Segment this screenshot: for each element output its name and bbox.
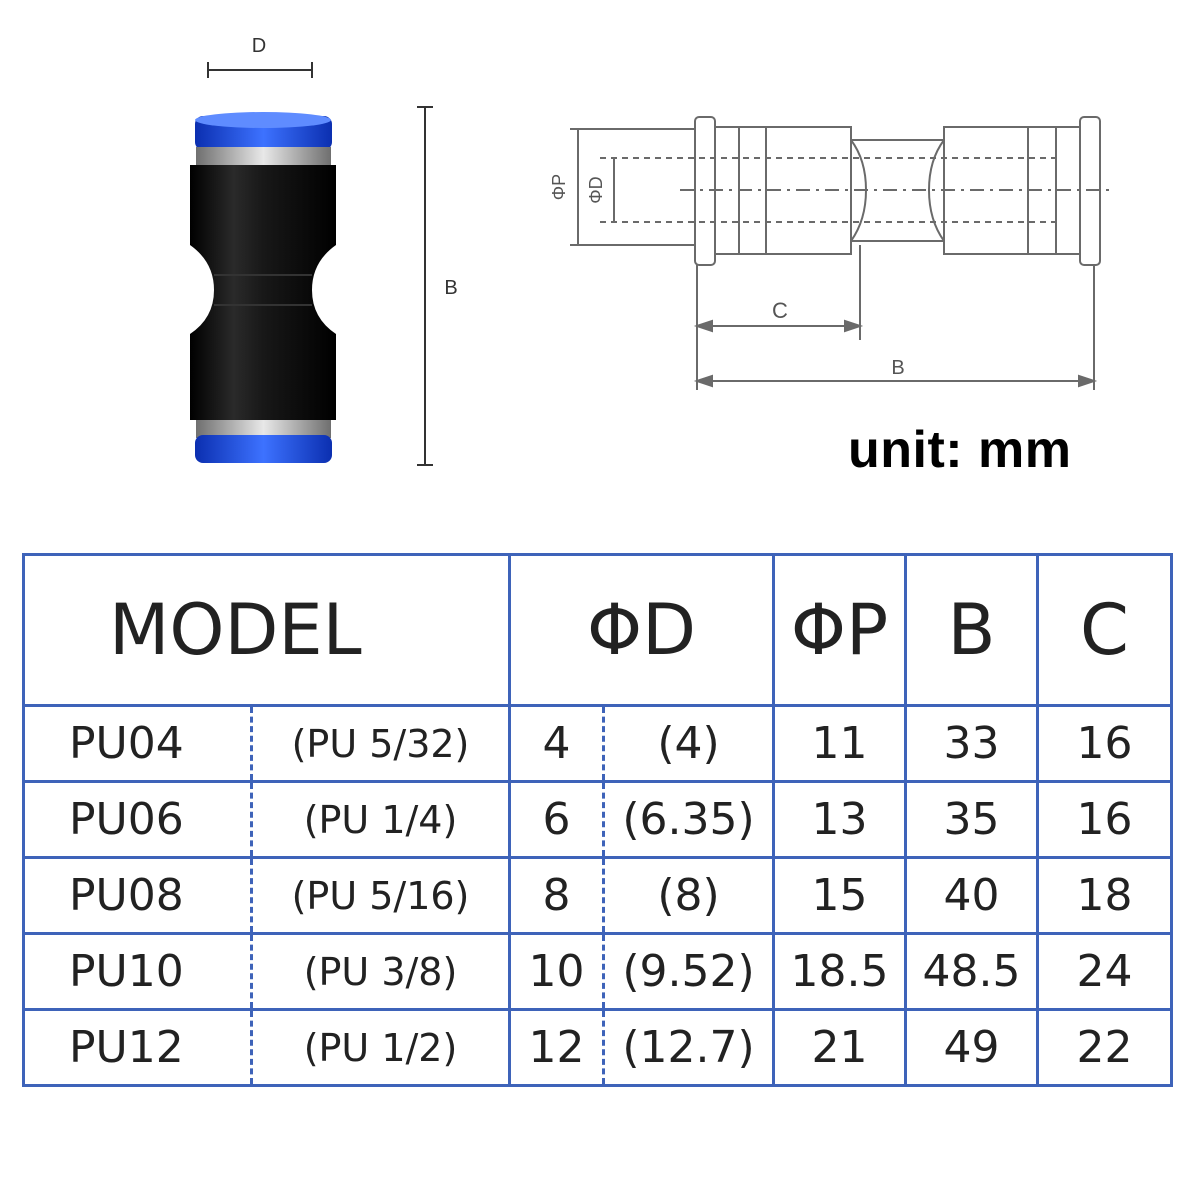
table-row: PU12 (PU 1/2) 12 (12.7) 21 49 22: [22, 1008, 1173, 1087]
header-phi-p: ΦP: [772, 553, 907, 707]
cell-model: PU10: [22, 932, 253, 1011]
cell-p: 21: [772, 1008, 907, 1087]
unit-label: unit: mm: [848, 421, 1072, 479]
cell-b: 48.5: [904, 932, 1039, 1011]
cell-model: PU06: [22, 780, 253, 859]
cell-d-inch: (12.7): [602, 1008, 775, 1087]
cell-model: PU04: [22, 704, 253, 783]
cell-d: 8: [508, 856, 605, 935]
photo-width-label: D: [252, 35, 266, 57]
cell-p: 11: [772, 704, 907, 783]
table-row: PU08 (PU 5/16) 8 (8) 15 40 18: [22, 856, 1173, 935]
technical-drawing: [570, 116, 1110, 390]
header-model: MODEL: [22, 553, 511, 707]
cell-inch-model: (PU 5/16): [250, 856, 511, 935]
cell-d: 4: [508, 704, 605, 783]
drawing-overall-label: B: [891, 357, 904, 379]
cell-c: 24: [1036, 932, 1173, 1011]
table-header-row: MODEL ΦD ΦP B C: [22, 553, 1173, 707]
cell-b: 33: [904, 704, 1039, 783]
cell-b: 40: [904, 856, 1039, 935]
drawing-port-outer-label: ΦP: [549, 174, 569, 200]
table-row: PU10 (PU 3/8) 10 (9.52) 18.5 48.5 24: [22, 932, 1173, 1011]
drawing-half-label: C: [772, 298, 788, 323]
cell-d: 12: [508, 1008, 605, 1087]
header-phi-d: ΦD: [508, 553, 775, 707]
cell-d: 6: [508, 780, 605, 859]
cell-b: 35: [904, 780, 1039, 859]
top-illustrations: D B: [190, 35, 1110, 466]
cell-inch-model: (PU 5/32): [250, 704, 511, 783]
cell-p: 15: [772, 856, 907, 935]
drawing-port-inner-label: ΦD: [586, 176, 606, 203]
cell-c: 18: [1036, 856, 1173, 935]
cell-d: 10: [508, 932, 605, 1011]
cell-d-inch: (9.52): [602, 932, 775, 1011]
photo-length-label: B: [444, 277, 457, 299]
cell-inch-model: (PU 3/8): [250, 932, 511, 1011]
cell-p: 13: [772, 780, 907, 859]
cell-d-inch: (8): [602, 856, 775, 935]
table-row: PU06 (PU 1/4) 6 (6.35) 13 35 16: [22, 780, 1173, 859]
cell-c: 16: [1036, 780, 1173, 859]
cell-c: 16: [1036, 704, 1173, 783]
cell-d-inch: (6.35): [602, 780, 775, 859]
header-b: B: [904, 553, 1039, 707]
dimension-table: MODEL ΦD ΦP B C PU04 (PU 5/32) 4 (4) 11 …: [22, 553, 1173, 1087]
header-c: C: [1036, 553, 1173, 707]
cell-inch-model: (PU 1/4): [250, 780, 511, 859]
cell-c: 22: [1036, 1008, 1173, 1087]
cell-model: PU08: [22, 856, 253, 935]
cell-inch-model: (PU 1/2): [250, 1008, 511, 1087]
cell-model: PU12: [22, 1008, 253, 1087]
table-row: PU04 (PU 5/32) 4 (4) 11 33 16: [22, 704, 1173, 783]
cell-b: 49: [904, 1008, 1039, 1087]
cell-p: 18.5: [772, 932, 907, 1011]
cell-d-inch: (4): [602, 704, 775, 783]
fitting-photo: D B: [190, 35, 458, 466]
